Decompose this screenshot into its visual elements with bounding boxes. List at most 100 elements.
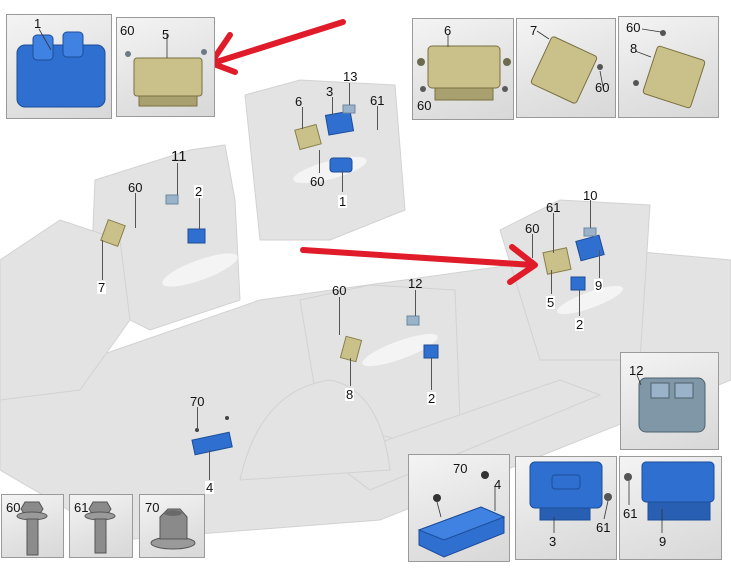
- callout-61: 61: [546, 200, 561, 215]
- module-4[interactable]: [191, 431, 233, 456]
- callout-6: 6: [295, 94, 303, 109]
- inset-switch-12[interactable]: 12: [620, 352, 719, 450]
- switch-10[interactable]: [583, 227, 597, 237]
- callout-1: 1: [338, 194, 348, 209]
- red-arrow-mid-head: [507, 244, 538, 285]
- callout-9: 9: [594, 278, 604, 293]
- callout-9: 9: [659, 534, 667, 549]
- inset-module-3[interactable]: 3 61: [515, 456, 617, 560]
- callout-6: 6: [444, 23, 452, 38]
- inset-bolt-60[interactable]: 60: [1, 494, 64, 558]
- wheel-arch: [239, 379, 391, 481]
- inset-module-9[interactable]: 61 9: [619, 456, 722, 560]
- inset-bolt-61[interactable]: 61: [69, 494, 133, 558]
- callout-60: 60: [120, 23, 135, 38]
- leader-line: [339, 297, 340, 335]
- switch-2-rear-left[interactable]: [423, 344, 439, 359]
- callout-2: 2: [194, 184, 204, 199]
- leader-line: [342, 170, 343, 192]
- inset-switch-1[interactable]: 1: [6, 14, 112, 119]
- callout-61: 61: [623, 506, 638, 521]
- callout-12: 12: [408, 276, 423, 291]
- switch-12[interactable]: [406, 315, 420, 326]
- leader-line: [553, 213, 554, 253]
- callout-60: 60: [310, 174, 325, 189]
- inset-control-unit-8[interactable]: 60 8: [618, 16, 719, 118]
- switch-11[interactable]: [165, 194, 179, 205]
- callout-61: 61: [74, 500, 89, 515]
- callout-13: 13: [343, 69, 358, 84]
- leader-line: [209, 450, 210, 480]
- callout-70: 70: [145, 500, 160, 515]
- callout-1: 1: [34, 16, 42, 31]
- callout-60: 60: [595, 80, 610, 95]
- switch-2-rear-right[interactable]: [570, 276, 586, 291]
- leader-line: [319, 150, 320, 173]
- callout-8: 8: [630, 41, 638, 56]
- leader-line: [199, 198, 200, 229]
- callout-5: 5: [162, 27, 170, 42]
- callout-2: 2: [575, 317, 585, 332]
- callout-60: 60: [525, 221, 540, 236]
- switch-13[interactable]: [342, 104, 356, 114]
- nut-70-marker: [195, 428, 199, 432]
- leader-line: [302, 107, 303, 129]
- leader-line: [599, 250, 600, 278]
- control-unit-8[interactable]: [339, 335, 363, 363]
- dash-left: [0, 219, 131, 401]
- inset-control-unit-6[interactable]: 6 60: [412, 18, 514, 120]
- control-unit-5[interactable]: [542, 247, 572, 275]
- switch-2-front-left[interactable]: [187, 228, 206, 244]
- leader-line: [415, 290, 416, 316]
- leader-line: [551, 270, 552, 294]
- callout-70: 70: [453, 461, 468, 476]
- leader-line: [590, 200, 591, 228]
- callout-4: 4: [205, 480, 215, 495]
- module-9[interactable]: [575, 234, 605, 262]
- callout-60: 60: [128, 180, 143, 195]
- leader-line: [350, 358, 351, 386]
- module-3[interactable]: [324, 110, 355, 136]
- switch-1[interactable]: [329, 157, 353, 173]
- callout-4: 4: [494, 477, 502, 492]
- callout-70: 70: [190, 394, 205, 409]
- inset-control-unit-7[interactable]: 7 60: [516, 18, 616, 118]
- leader-line: [102, 240, 103, 280]
- control-unit-6[interactable]: [294, 123, 322, 151]
- callout-60: 60: [626, 20, 641, 35]
- callout-10: 10: [583, 188, 598, 203]
- leader-line: [431, 358, 432, 390]
- leader-line: [135, 193, 136, 228]
- callout-60: 60: [6, 500, 21, 515]
- callout-5: 5: [546, 295, 556, 310]
- inset-control-unit-5[interactable]: 60 5: [116, 17, 215, 117]
- callout-2: 2: [427, 391, 437, 406]
- callout-60: 60: [332, 283, 347, 298]
- red-arrow-mid-shaft: [300, 247, 536, 268]
- leader-line: [532, 234, 533, 258]
- leader-line: [197, 407, 198, 430]
- front-door-right: [244, 79, 406, 241]
- control-unit-7[interactable]: [100, 218, 126, 248]
- leader-line: [377, 106, 378, 130]
- leader-line: [349, 83, 350, 105]
- callout-61: 61: [370, 93, 385, 108]
- red-arrow-top-shaft: [210, 19, 346, 66]
- callout-61: 61: [596, 520, 611, 535]
- leader-line: [332, 97, 333, 115]
- inset-module-4[interactable]: 70 4: [408, 454, 510, 562]
- nut-70-marker: [225, 416, 229, 420]
- leader-line: [177, 163, 178, 195]
- leader-line: [579, 290, 580, 316]
- callout-7: 7: [530, 23, 538, 38]
- callout-8: 8: [345, 387, 355, 402]
- callout-60: 60: [417, 98, 432, 113]
- callout-12: 12: [629, 363, 644, 378]
- callout-3: 3: [326, 84, 334, 99]
- callout-11: 11: [171, 148, 187, 165]
- inset-nut-70[interactable]: 70: [139, 494, 205, 558]
- side-sill: [328, 379, 602, 491]
